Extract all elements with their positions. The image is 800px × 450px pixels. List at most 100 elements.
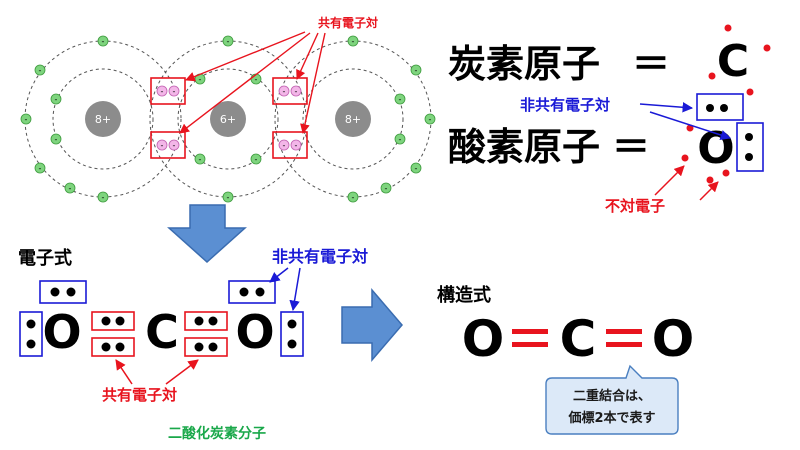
electron-sign: - [199, 155, 202, 164]
electron [380, 182, 392, 194]
electron-sign: - [385, 184, 388, 193]
electron-sign: - [39, 164, 42, 173]
callout-line-2: 価標2本で表す [567, 410, 655, 426]
electron-sign: - [415, 66, 418, 75]
nucleus-left: 8+ [85, 101, 121, 137]
electron-sign: - [199, 75, 202, 84]
electron [222, 191, 234, 203]
svg-text:8+: 8+ [95, 113, 111, 126]
oxygen-equals: ＝ [612, 125, 650, 169]
double-bond-callout: 二重結合は、 価標2本で表す [545, 364, 679, 435]
carbon-valence-electrons [708, 24, 771, 96]
electron [394, 93, 406, 105]
electron-sign: - [69, 184, 72, 193]
oxygen-lone-pair-top [696, 93, 744, 121]
sf-oxygen-left: O [462, 310, 505, 368]
electron-sign: - [55, 135, 58, 144]
shared-electron [290, 85, 302, 97]
electron [250, 153, 262, 165]
electron-sign: - [39, 66, 42, 75]
molecule-name: 二酸化炭素分子 [168, 425, 266, 442]
atom-lone-pair-arrow-2 [649, 111, 731, 141]
electron-sign: - [102, 37, 105, 46]
shared-electron [278, 85, 290, 97]
electron-sign: - [102, 193, 105, 202]
electron-sign: - [415, 164, 418, 173]
electron-sign: - [352, 193, 355, 202]
electron-formula: 電子式 O C [18, 247, 368, 442]
electron [424, 113, 436, 125]
right-arrow [341, 287, 403, 363]
electron-sign: - [255, 75, 258, 84]
electron [64, 182, 76, 194]
shared-electron [290, 139, 302, 151]
structural-formula-title: 構造式 [437, 284, 491, 306]
oxygen-symbol: O [697, 123, 734, 174]
ef-shared-pair-label: 共有電子対 [102, 386, 177, 404]
ef-shared-pairs-left [91, 311, 135, 357]
svg-text:6+: 6+ [220, 113, 236, 126]
nucleus-right: 8+ [335, 101, 371, 137]
electron [20, 113, 32, 125]
electron [410, 64, 422, 76]
oxygen-atom-label: 酸素原子 [448, 125, 600, 169]
shared-electron [168, 85, 180, 97]
structural-formula: 構造式 O C O 二重結合は、 価標2本で表す [437, 284, 694, 435]
electron [194, 153, 206, 165]
ef-oxygen-left: O [42, 305, 81, 359]
ef-shared-pair-arrows [115, 359, 199, 385]
shared-electron-sign: - [173, 141, 176, 150]
carbon-equals: ＝ [632, 42, 670, 86]
carbon-symbol: C [717, 36, 749, 87]
shared-electron-sign: - [283, 141, 286, 150]
oxygen-unpaired-electrons [681, 124, 730, 184]
shared-electron [278, 139, 290, 151]
electron [50, 133, 62, 145]
electron [34, 64, 46, 76]
electron [347, 191, 359, 203]
sf-double-bond-right [606, 329, 642, 347]
nucleus-center: 6+ [210, 101, 246, 137]
atom-panel: 炭素原子 ＝ 酸素原子 ＝ C O 非共有電子対 [448, 24, 771, 215]
oxygen-lone-pair-right [736, 122, 764, 172]
electron-sign: - [55, 95, 58, 104]
sf-carbon: C [560, 310, 597, 368]
sf-double-bond-left [512, 329, 548, 347]
ef-left-lone-pair-side [19, 311, 43, 357]
shared-electron-sign: - [173, 87, 176, 96]
ef-shared-pairs-right [184, 311, 228, 357]
electron [394, 133, 406, 145]
atom-lone-pair-label: 非共有電子対 [520, 96, 610, 114]
shared-electron-sign: - [161, 141, 164, 150]
shell-shared-pair-label: 共有電子対 [318, 15, 378, 30]
ef-right-lone-pair-top [228, 280, 276, 304]
electron-sign: - [399, 95, 402, 104]
shared-electron-sign: - [295, 87, 298, 96]
shared-electron [156, 139, 168, 151]
ef-oxygen-right: O [235, 305, 274, 359]
shared-electron-sign: - [295, 141, 298, 150]
electron-sign: - [25, 115, 28, 124]
electron [410, 162, 422, 174]
electron-sign: - [227, 193, 230, 202]
electron-sign: - [399, 135, 402, 144]
shell-shared-pair-arrows [179, 31, 326, 134]
electron-sign: - [255, 155, 258, 164]
electron [50, 93, 62, 105]
ef-lone-pair-label: 非共有電子対 [272, 247, 368, 266]
electron-sign: - [429, 115, 432, 124]
shared-electron [168, 139, 180, 151]
shared-pair-boxes [150, 77, 308, 159]
shell-model: 8+ 6+ 8+ ---------------------- --------… [20, 15, 436, 203]
electron [222, 35, 234, 47]
electron [347, 35, 359, 47]
down-arrow [167, 204, 247, 264]
electron-sign: - [227, 37, 230, 46]
carbon-atom-label: 炭素原子 [448, 42, 600, 86]
shared-electron-sign: - [283, 87, 286, 96]
ef-right-lone-pair-side [280, 311, 304, 357]
electron-sign: - [352, 37, 355, 46]
electron [34, 162, 46, 174]
shared-electron [156, 85, 168, 97]
